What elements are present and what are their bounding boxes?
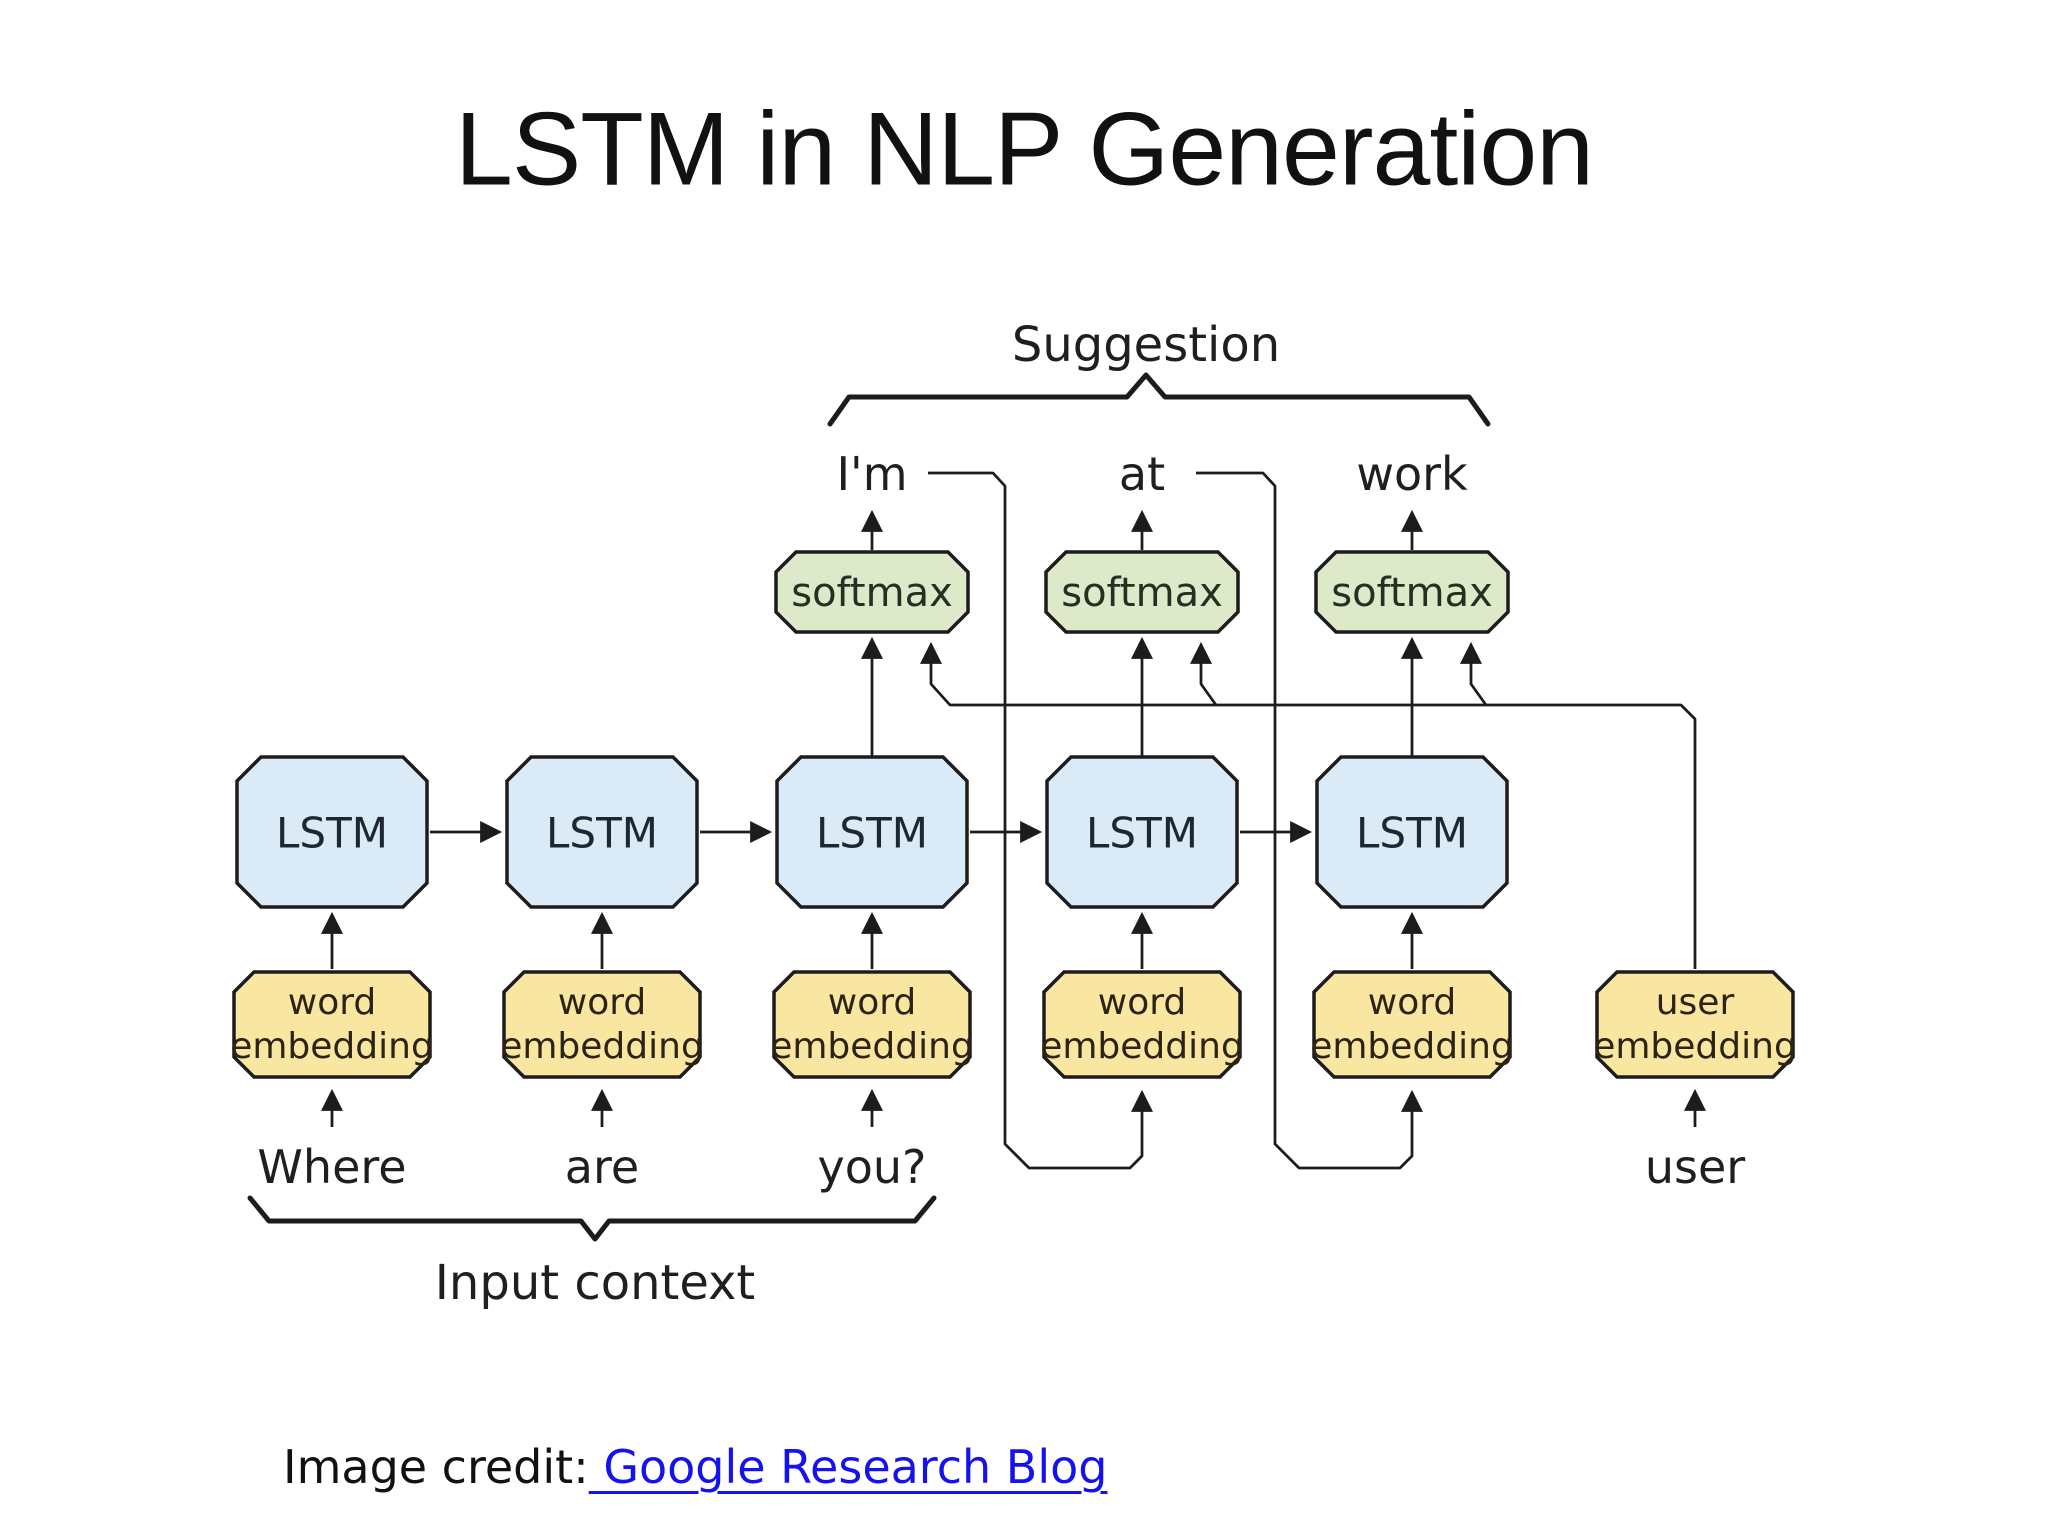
embedding-label-line2: embedding (770, 1026, 974, 1067)
feedback-line-im-embedding4 (928, 471, 1153, 1170)
lstm-box-4 (1045, 755, 1239, 909)
word-embedding-label-1: word embedding (230, 981, 434, 1069)
lstm-label-4: LSTM (1086, 808, 1198, 858)
word-embedding-box-2 (502, 970, 702, 1079)
embedding-label-line2: embedding (500, 1026, 704, 1067)
embedding-label-line2: embedding (1593, 1026, 1797, 1067)
user-embedding-label: user embedding (1593, 981, 1797, 1069)
suggestion-label: Suggestion (1011, 317, 1281, 373)
softmax-label-3: softmax (1331, 570, 1493, 616)
word-embedding-box-3 (772, 970, 972, 1079)
embedding-label-line1: word (557, 982, 647, 1024)
user-embedding-softmax1-line (920, 641, 1697, 969)
embedding-label-line2: embedding (1310, 1026, 1514, 1067)
softmax-label-1: softmax (791, 570, 953, 616)
input-context-underbrace (247, 1195, 937, 1242)
lstm-label-3: LSTM (816, 808, 928, 858)
word-embedding-label-3: word embedding (770, 981, 974, 1069)
lstm-box-1 (235, 755, 429, 909)
feedback-line-at-embedding5 (1196, 471, 1423, 1170)
embedding-label-line2: embedding (230, 1026, 434, 1067)
word-embedding-label-2: word embedding (500, 981, 704, 1069)
input-word-are: are (564, 1140, 640, 1194)
embedding-label-line1: word (287, 982, 377, 1024)
embedding-label-line1: word (1097, 982, 1187, 1024)
lstm-label-5: LSTM (1356, 808, 1468, 858)
image-credit: Image credit: Google Research Blog (283, 1440, 1107, 1494)
lstm-box-2 (505, 755, 699, 909)
lstm-label-1: LSTM (276, 808, 388, 858)
embedding-label-line1: word (827, 982, 917, 1024)
softmax-box-2 (1044, 550, 1240, 634)
credit-link[interactable]: Google Research Blog (588, 1440, 1108, 1494)
output-word-im: I'm (836, 447, 908, 501)
input-word-where: Where (257, 1140, 407, 1194)
embedding-label-line2: embedding (1040, 1026, 1244, 1067)
suggestion-overbrace (827, 372, 1491, 427)
user-line-softmax2-branch (1190, 641, 1218, 706)
word-embedding-label-4: word embedding (1040, 981, 1244, 1069)
word-embedding-label-5: word embedding (1310, 981, 1514, 1069)
embedding-label-line1: user (1655, 982, 1735, 1024)
embedding-label-line1: word (1367, 982, 1457, 1024)
page-title: LSTM in NLP Generation (455, 91, 1594, 208)
lstm-label-2: LSTM (546, 808, 658, 858)
output-word-work: work (1356, 447, 1468, 501)
softmax-box-1 (774, 550, 970, 634)
input-context-label: Input context (434, 1255, 756, 1311)
word-embedding-box-4 (1042, 970, 1242, 1079)
user-line-softmax3-branch (1460, 641, 1488, 706)
lstm-box-5 (1315, 755, 1509, 909)
input-word-you: you? (817, 1140, 927, 1194)
user-embedding-box (1595, 970, 1795, 1079)
output-word-at: at (1118, 447, 1166, 501)
credit-prefix: Image credit: (283, 1440, 589, 1494)
input-word-user: user (1644, 1140, 1746, 1194)
lstm-box-3 (775, 755, 969, 909)
word-embedding-box-5 (1312, 970, 1512, 1079)
word-embedding-box-1 (232, 970, 432, 1079)
softmax-box-3 (1314, 550, 1510, 634)
softmax-label-2: softmax (1061, 570, 1223, 616)
